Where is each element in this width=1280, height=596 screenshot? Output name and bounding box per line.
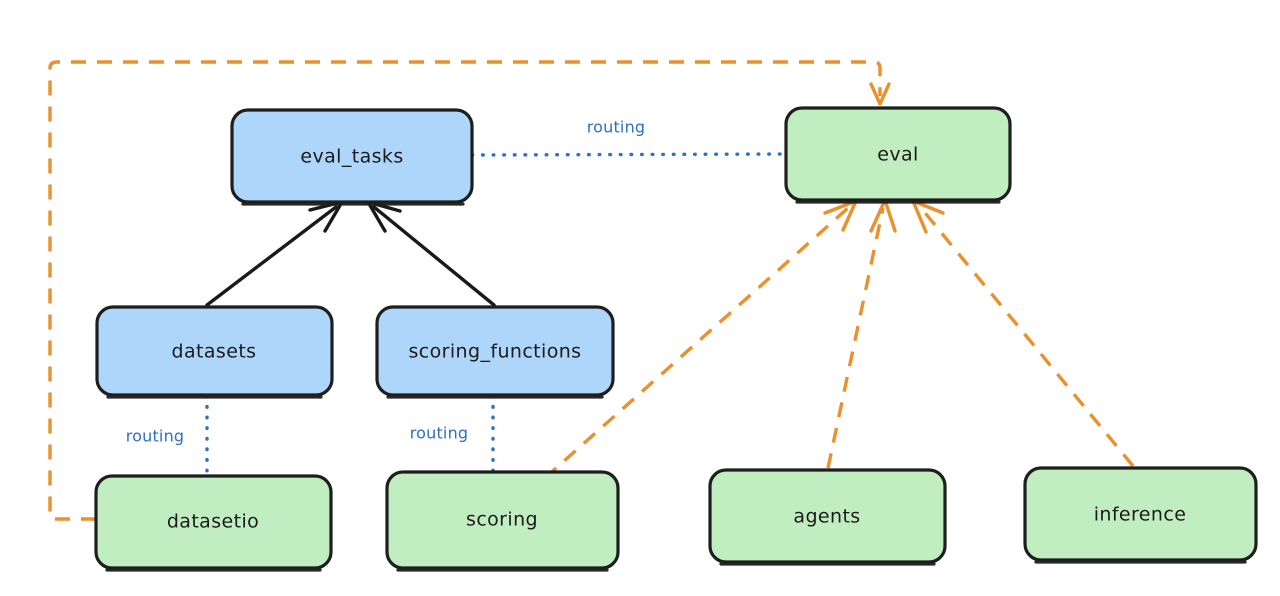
node-scoring_functions-shape[interactable] bbox=[375, 305, 615, 397]
node-datasetio-shape[interactable] bbox=[94, 474, 333, 570]
node-datasets-label: datasets bbox=[172, 341, 257, 363]
node-agents-shape[interactable] bbox=[708, 468, 947, 564]
edge-datasets-to-eval_tasks bbox=[205, 200, 344, 307]
edge-eval_tasks-to-eval: routing bbox=[470, 118, 788, 157]
edge-datasetio-to-eval bbox=[48, 60, 891, 521]
node-scoring[interactable]: scoring bbox=[385, 470, 620, 572]
edge-scoring_functions-to-scoring: routing bbox=[410, 394, 495, 475]
node-datasets-shape[interactable] bbox=[95, 305, 334, 397]
node-eval-shape[interactable] bbox=[784, 106, 1012, 202]
node-datasetio[interactable]: datasetio bbox=[94, 474, 333, 572]
edge-label-scoring_functions-routing: routing bbox=[410, 424, 469, 443]
node-datasets[interactable]: datasets bbox=[95, 305, 334, 399]
node-agents-label: agents bbox=[793, 506, 860, 528]
node-eval_tasks-label: eval_tasks bbox=[300, 146, 403, 168]
node-inference-label: inference bbox=[1094, 504, 1187, 526]
node-scoring-label: scoring bbox=[466, 509, 538, 531]
node-eval[interactable]: eval bbox=[784, 106, 1012, 204]
edge-label-datasets-routing: routing bbox=[126, 427, 185, 446]
node-scoring-shape[interactable] bbox=[385, 470, 620, 570]
edge-label-eval_tasks-routing: routing bbox=[587, 118, 646, 137]
node-eval_tasks-shape[interactable] bbox=[230, 108, 474, 204]
node-scoring_functions-label: scoring_functions bbox=[409, 341, 582, 363]
node-inference[interactable]: inference bbox=[1023, 466, 1258, 564]
edge-scoring_functions-to-eval_tasks bbox=[366, 200, 496, 307]
node-inference-shape[interactable] bbox=[1023, 466, 1258, 562]
node-datasetio-label: datasetio bbox=[167, 511, 259, 533]
node-scoring_functions[interactable]: scoring_functions bbox=[375, 305, 615, 399]
edge-agents-to-eval bbox=[826, 198, 897, 469]
edge-inference-to-eval bbox=[911, 199, 1135, 468]
node-agents[interactable]: agents bbox=[708, 468, 947, 566]
edge-datasets-to-datasetio: routing bbox=[126, 394, 209, 478]
node-eval_tasks[interactable]: eval_tasks bbox=[230, 108, 474, 206]
node-eval-label: eval bbox=[877, 144, 918, 166]
